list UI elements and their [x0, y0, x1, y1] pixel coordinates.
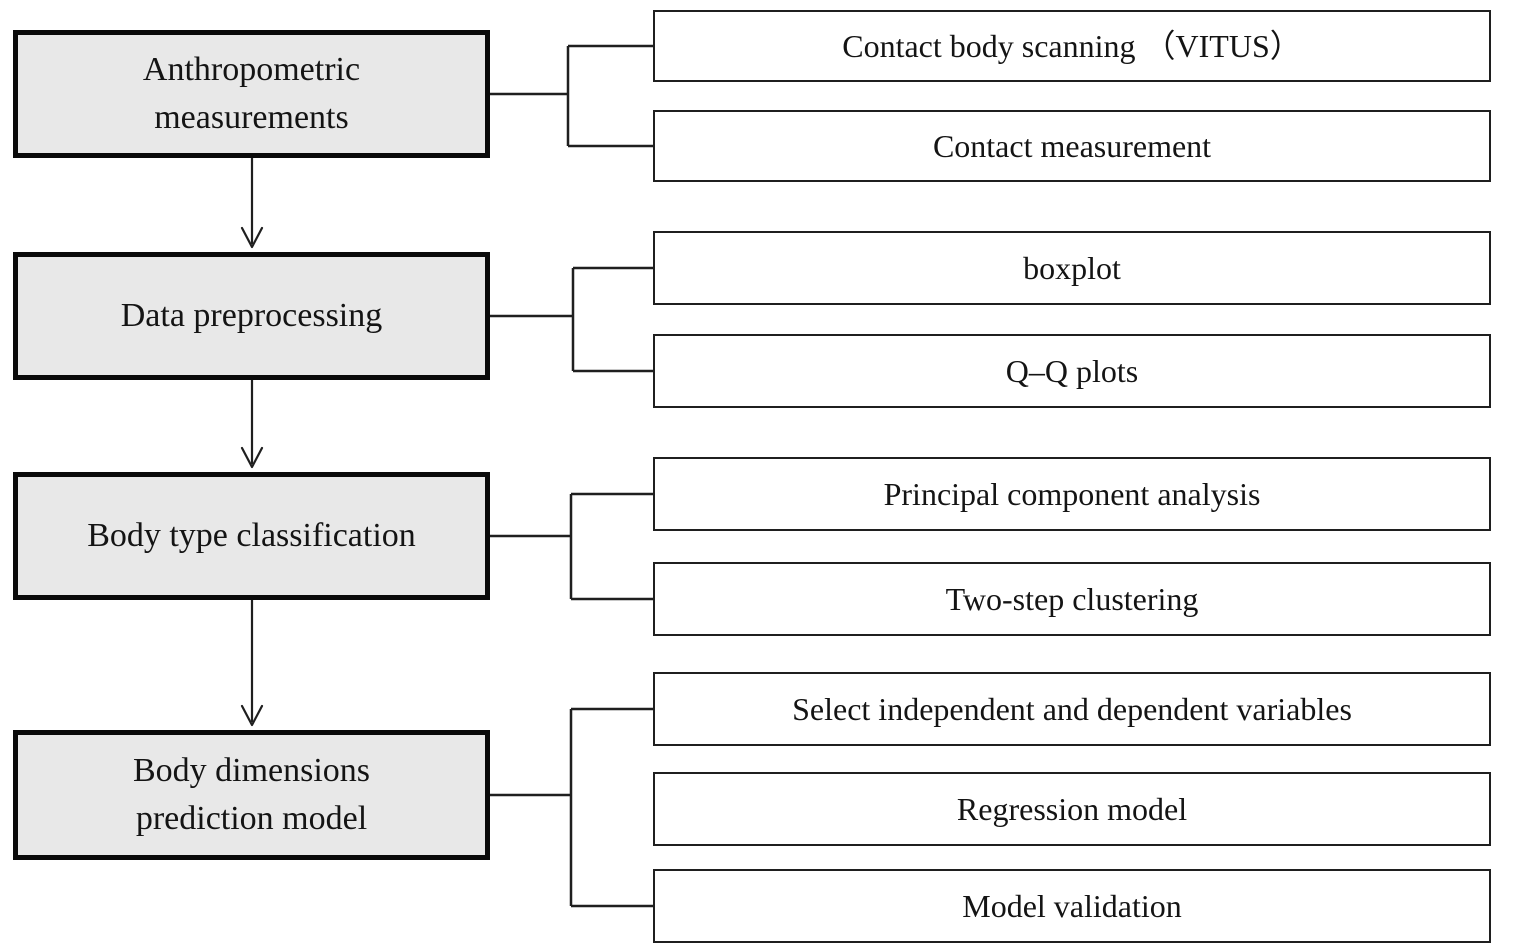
step-label: Contact body scanning （VITUS）: [842, 27, 1302, 64]
step-box-boxplot: boxplot: [653, 231, 1491, 305]
step-label: Two-step clustering: [945, 580, 1199, 617]
bracket-stage4-steps: [490, 707, 653, 908]
stage-box-body-dimensions-prediction-model: Body dimensions prediction model: [13, 730, 490, 860]
step-label: Principal component analysis: [883, 475, 1261, 512]
bracket-stage1-steps: [490, 44, 653, 148]
stage-box-anthropometric-measurements: Anthropometric measurements: [13, 30, 490, 158]
stage-label: Data preprocessing: [120, 297, 383, 335]
stage-box-body-type-classification: Body type classification: [13, 472, 490, 600]
step-label: Contact measurement: [932, 127, 1212, 164]
step-label: boxplot: [1023, 249, 1121, 286]
stage-label: Body dimensions prediction model: [132, 752, 371, 837]
arrow-stage2-to-stage3-head: [240, 446, 264, 469]
arrow-stage3-to-stage4-head: [240, 704, 264, 727]
stage-label: Anthropometric measurements: [142, 51, 361, 136]
bracket-stage3-steps: [490, 492, 653, 601]
step-box-select-variables: Select independent and dependent variabl…: [653, 672, 1491, 746]
arrow-stage1-to-stage2-head: [240, 226, 264, 249]
step-box-regression-model: Regression model: [653, 772, 1491, 846]
step-box-qq-plots: Q–Q plots: [653, 334, 1491, 408]
step-label: Model validation: [962, 887, 1182, 924]
stage-label: Body type classification: [87, 517, 416, 555]
step-box-principal-component-analysis: Principal component analysis: [653, 457, 1491, 531]
step-box-contact-measurement: Contact measurement: [653, 110, 1491, 182]
step-label: Regression model: [956, 790, 1188, 827]
stage-box-data-preprocessing: Data preprocessing: [13, 252, 490, 380]
step-label: Q–Q plots: [1005, 352, 1139, 389]
step-box-contact-body-scanning: Contact body scanning （VITUS）: [653, 10, 1491, 82]
step-box-two-step-clustering: Two-step clustering: [653, 562, 1491, 636]
step-box-model-validation: Model validation: [653, 869, 1491, 943]
bracket-stage2-steps: [490, 266, 653, 373]
step-label: Select independent and dependent variabl…: [792, 690, 1352, 727]
